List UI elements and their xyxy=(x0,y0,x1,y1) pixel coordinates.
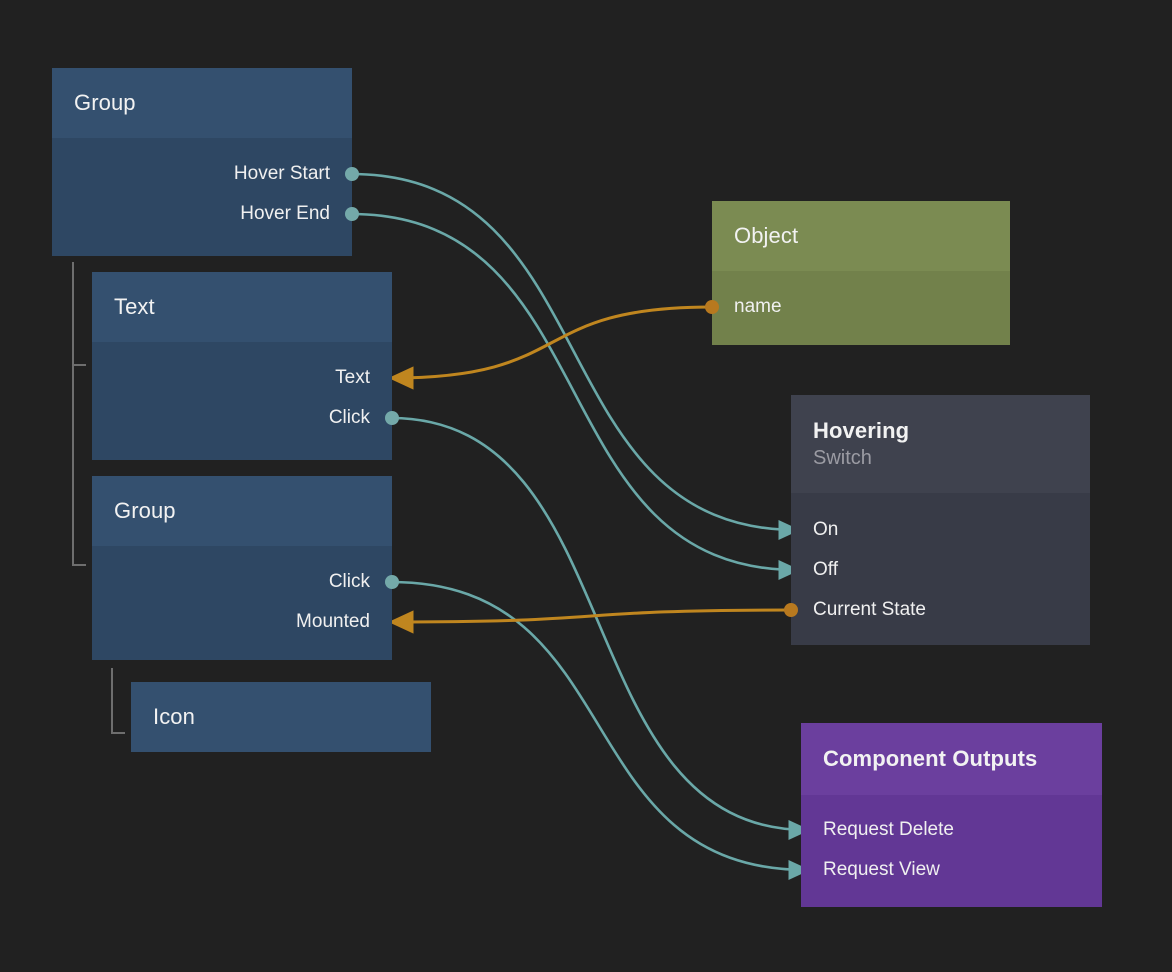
tree-line-tick-icon xyxy=(111,732,125,734)
port-connector-dot[interactable] xyxy=(705,300,719,314)
port-label: Mounted xyxy=(296,611,370,632)
node-surface: Group xyxy=(92,476,392,660)
port-label: Current State xyxy=(813,599,926,620)
node-surface: Group xyxy=(52,68,352,256)
node-title: Group xyxy=(114,498,176,523)
node-icon-node[interactable]: Icon xyxy=(131,682,431,752)
port-in-request-delete[interactable]: Request Delete xyxy=(823,817,954,843)
port-label: name xyxy=(734,296,782,317)
port-in-name[interactable]: name xyxy=(734,294,782,320)
port-out-text[interactable]: Text xyxy=(335,365,370,391)
node-title: Hovering xyxy=(813,418,910,443)
node-surface: Text xyxy=(92,272,392,460)
port-connector-dot[interactable] xyxy=(385,575,399,589)
edge-group-click-to-req-view[interactable] xyxy=(390,580,811,881)
edge-name-to-text[interactable] xyxy=(388,305,713,390)
port-in-current-state[interactable]: Current State xyxy=(813,597,926,623)
port-connector-dot[interactable] xyxy=(784,603,798,617)
port-out-mounted[interactable]: Mounted xyxy=(296,609,370,635)
port-connector-dot[interactable] xyxy=(385,411,399,425)
node-title: Component Outputs xyxy=(823,746,1038,771)
edge-state-to-mounted[interactable] xyxy=(388,608,792,634)
node-header[interactable]: Group xyxy=(52,68,352,138)
port-in-off[interactable]: Off xyxy=(813,557,838,583)
port-out-hover-start[interactable]: Hover Start xyxy=(234,161,330,187)
node-object-node[interactable]: Object name xyxy=(705,201,1010,345)
port-in-on[interactable]: On xyxy=(813,517,838,543)
edge-text-click-to-req-delete[interactable] xyxy=(390,416,811,841)
tree-line-tick-text xyxy=(72,364,86,366)
node-title: Object xyxy=(734,223,799,248)
port-label: Text xyxy=(335,367,370,388)
tree-line-tick-group xyxy=(72,564,86,566)
node-title: Icon xyxy=(153,704,195,729)
tree-line-trunk-lower xyxy=(111,668,113,734)
port-label: On xyxy=(813,519,839,540)
node-subtitle: Switch xyxy=(813,447,872,469)
node-body xyxy=(52,138,352,256)
node-body xyxy=(92,546,392,660)
node-surface: Component Outputs xyxy=(801,723,1102,907)
port-connector-dot[interactable] xyxy=(345,167,359,181)
port-in-request-view[interactable]: Request View xyxy=(823,857,940,883)
node-header[interactable]: Object xyxy=(712,201,1010,271)
tree-line-trunk-upper xyxy=(72,262,74,566)
port-label: Click xyxy=(328,407,370,428)
node-surface: Object xyxy=(712,201,1010,345)
node-header[interactable]: Component Outputs xyxy=(801,723,1102,795)
node-title: Text xyxy=(114,294,155,319)
node-header[interactable]: Group xyxy=(92,476,392,546)
node-header[interactable]: Text xyxy=(92,272,392,342)
node-body xyxy=(791,493,1090,645)
port-label: Off xyxy=(813,559,838,580)
node-header[interactable]: Icon xyxy=(131,682,431,752)
port-out-hover-end[interactable]: Hover End xyxy=(240,201,330,227)
port-out-click[interactable]: Click xyxy=(329,569,370,595)
port-label: Hover Start xyxy=(233,163,330,184)
port-out-click[interactable]: Click xyxy=(329,405,370,431)
node-surface: Icon xyxy=(131,682,431,752)
port-label: Request Delete xyxy=(823,819,954,840)
port-connector-dot[interactable] xyxy=(345,207,359,221)
port-label: Request View xyxy=(823,859,940,880)
port-label: Click xyxy=(328,571,370,592)
node-body xyxy=(801,795,1102,907)
port-label: Hover End xyxy=(240,203,330,224)
node-title: Group xyxy=(74,90,136,115)
node-body xyxy=(92,342,392,460)
